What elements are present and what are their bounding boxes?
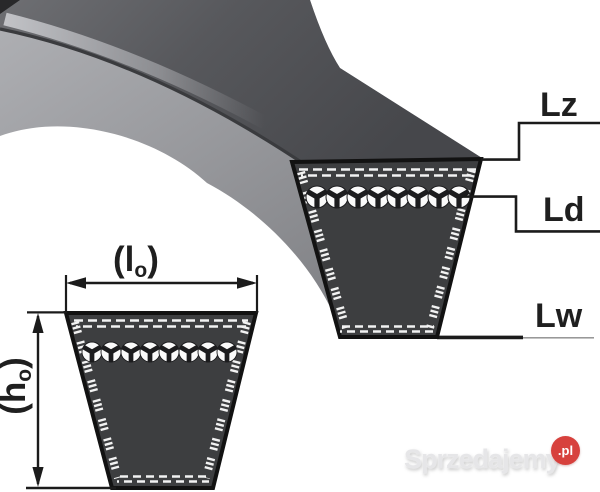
cord-icon [427, 185, 451, 209]
label-lw: Lw [535, 297, 583, 335]
lo-open: (l [113, 240, 135, 279]
belt-face-separator-line [0, 27, 311, 170]
label-line-lz [481, 121, 600, 161]
cord-icon [216, 341, 238, 363]
label-ld: Ld [543, 191, 585, 229]
ho-close: ) [0, 357, 33, 369]
ho-open: (h [0, 381, 33, 415]
belt-side-face [0, 0, 482, 315]
cord-icon [100, 341, 122, 363]
watermark: Sprzedajemy .pl [404, 436, 594, 488]
cord-icon [325, 185, 349, 209]
cord-icon [178, 341, 200, 363]
cord-icon [197, 341, 219, 363]
watermark-brand-text: Sprzedajemy [404, 444, 561, 474]
belt-end-sliver [0, 0, 20, 14]
belt-edge-highlight [3, 12, 269, 129]
arrowhead-right [237, 277, 257, 289]
cord-icon [346, 185, 370, 209]
cross-section-large [289, 156, 484, 339]
cord-icon [406, 185, 430, 209]
arrowhead-down [32, 467, 44, 487]
cord-icon [305, 185, 329, 209]
label-ho: (ho) [0, 331, 36, 441]
arrowhead-left [66, 277, 86, 289]
cross-section-small [63, 311, 259, 490]
label-lz: Lz [540, 86, 578, 124]
lo-subscript: o [134, 258, 148, 282]
dimension-lo [64, 275, 259, 313]
section-outline [289, 156, 484, 339]
dash-right-edge [426, 168, 476, 330]
watermark-pl-badge: .pl [551, 436, 580, 465]
arrowhead-up [32, 313, 44, 333]
dimension-ho [26, 311, 116, 490]
cord-icon [386, 185, 410, 209]
label-line-ld [462, 195, 600, 233]
lo-close: ) [147, 240, 159, 279]
belt-top-face [0, 0, 482, 168]
dash-right-edge [202, 320, 251, 480]
label-lo: (lo) [113, 242, 159, 281]
ho-subscript: o [12, 368, 36, 382]
belt-3d-render [0, 0, 482, 315]
cord-icon [158, 341, 180, 363]
dash-left-edge [71, 320, 122, 480]
cord-icon [139, 341, 161, 363]
cord-icon [366, 185, 390, 209]
cord-icon [120, 341, 142, 363]
cord-icon [81, 341, 103, 363]
